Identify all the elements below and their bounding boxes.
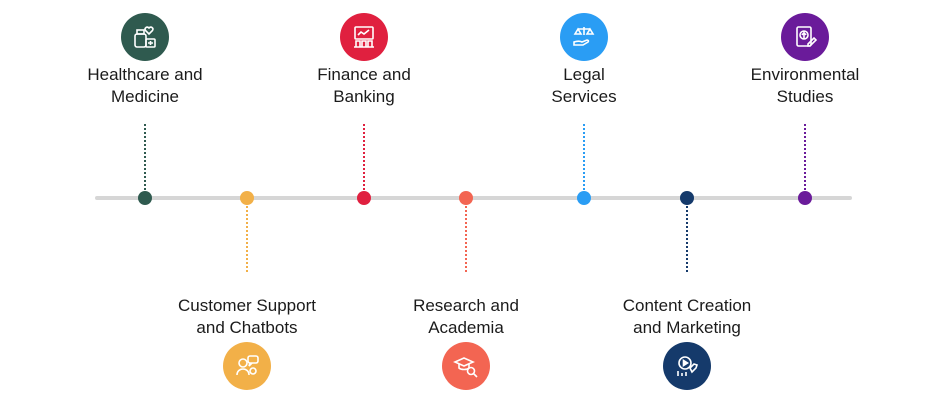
label-line1: Research and — [413, 296, 519, 315]
connector-dotted-line — [144, 124, 146, 190]
timeline-dot — [798, 191, 812, 205]
label-line1: Finance and — [317, 65, 411, 84]
timeline-dot — [138, 191, 152, 205]
chatbot-icon — [223, 342, 271, 390]
connector-dotted-line — [583, 124, 585, 190]
label-line1: Customer Support — [178, 296, 316, 315]
timeline-dot — [357, 191, 371, 205]
connector-dotted-line — [246, 206, 248, 272]
label-line2: Academia — [428, 318, 504, 337]
label-line2: Studies — [776, 87, 834, 106]
connector-dotted-line — [804, 124, 806, 190]
timeline-dot — [577, 191, 591, 205]
connector-dotted-line — [363, 124, 365, 190]
label-line1: Content Creation — [622, 296, 752, 315]
item-label: Legal Services — [484, 64, 684, 108]
legal-scale-icon — [560, 13, 608, 61]
timeline-line — [95, 196, 852, 200]
label-line1: Legal — [563, 65, 605, 84]
label-line1: Environmental — [750, 65, 860, 84]
timeline-dot — [680, 191, 694, 205]
item-label: Healthcare and Medicine — [45, 64, 245, 108]
research-icon — [442, 342, 490, 390]
finance-icon — [340, 13, 388, 61]
label-line2: and Chatbots — [196, 318, 298, 337]
item-label: Finance and Banking — [264, 64, 464, 108]
label-line2: Banking — [333, 87, 395, 106]
medicine-icon — [121, 13, 169, 61]
label-line2: Medicine — [110, 87, 180, 106]
environment-icon — [781, 13, 829, 61]
connector-dotted-line — [465, 206, 467, 272]
item-label: Research and Academia — [366, 295, 566, 339]
timeline-dot — [459, 191, 473, 205]
item-label: Content Creation and Marketing — [587, 295, 787, 339]
item-label: Customer Support and Chatbots — [147, 295, 347, 339]
content-marketing-icon — [663, 342, 711, 390]
item-label: Environmental Studies — [705, 64, 905, 108]
label-line2: and Marketing — [633, 318, 741, 337]
timeline-dot — [240, 191, 254, 205]
connector-dotted-line — [686, 206, 688, 272]
label-line1: Healthcare and — [87, 65, 203, 84]
label-line2: Services — [551, 87, 617, 106]
